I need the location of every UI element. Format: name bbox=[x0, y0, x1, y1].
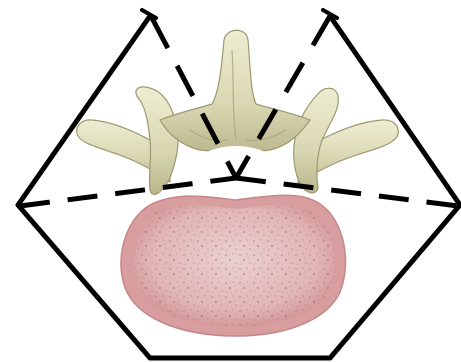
vertebral-body-texture bbox=[134, 204, 335, 326]
vertebral-body bbox=[121, 195, 346, 336]
spinous-process bbox=[160, 30, 310, 156]
hexagon-left-edges bbox=[18, 16, 150, 358]
hexagon-right-edges bbox=[330, 16, 460, 358]
